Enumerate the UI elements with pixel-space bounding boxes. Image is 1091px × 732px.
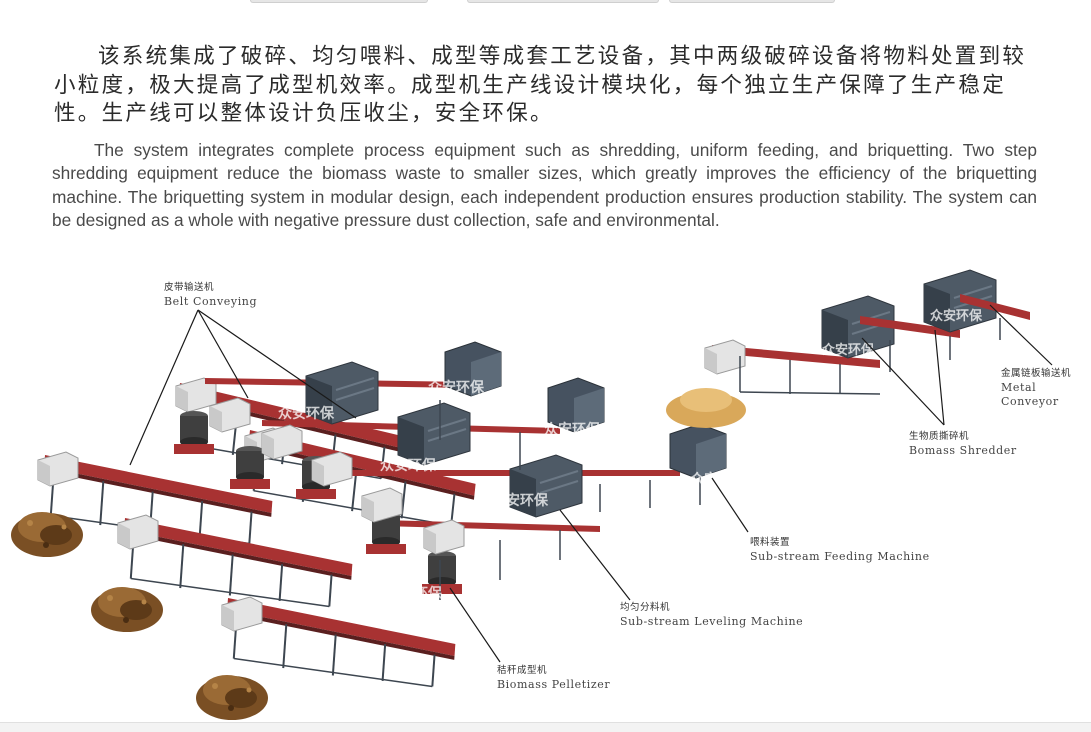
label-en: Sub-stream Feeding Machine: [750, 550, 930, 563]
watermark-brand: 众安环保: [492, 492, 549, 508]
watermark-url: ZHONGAN-ECO.COM: [395, 604, 456, 610]
label-cn: 秸秆成型机: [497, 665, 548, 676]
watermark-brand: 众安环保: [822, 342, 875, 357]
label-en: Belt Conveying: [164, 295, 258, 308]
label-cn: 生物质撕碎机: [909, 431, 970, 442]
top-tab-strip: [0, 0, 1091, 4]
watermark-brand: 众安环保: [930, 308, 983, 323]
top-tab-2: [467, 0, 659, 3]
watermark-brand: 众安环保: [276, 521, 333, 537]
label-en: Metal Conveyor: [1001, 381, 1059, 408]
label-metal-conveyor: 金属链板输送机 Metal Conveyor: [1001, 367, 1091, 409]
watermark-brand: 众安环保: [690, 471, 747, 487]
belt-conveyor-row-3: [221, 596, 459, 689]
production-line-illustration: 众安环保 众安环保 众安环保 众安环保 众安环保 众安环保 众安环保 众安环保 …: [11, 269, 1053, 720]
watermark-brand: 众安环保: [428, 379, 485, 395]
watermark-brand: 众安环保: [544, 421, 601, 437]
watermark-brand: 众安环保: [180, 463, 237, 479]
label-feeding-machine: 喂料装置 Sub-stream Feeding Machine: [750, 536, 930, 564]
label-biomass-shredder: 生物质撕碎机 Bomass Shredder: [909, 430, 1017, 458]
wood-chip-pile: [666, 388, 746, 428]
watermark-brand: 众安环保: [380, 457, 437, 473]
feed-belt-bottom: [380, 520, 600, 532]
label-en: Bomass Shredder: [909, 444, 1017, 457]
label-en: Sub-stream Leveling Machine: [620, 615, 804, 628]
top-tab-1: [250, 0, 428, 3]
label-leveling-machine: 均匀分料机 Sub-stream Leveling Machine: [620, 601, 803, 629]
label-cn: 金属链板输送机: [1001, 368, 1072, 379]
shredder-line: [704, 269, 1030, 395]
intro-english: The system integrates complete process e…: [52, 140, 1037, 231]
label-biomass-pelletizer: 秸秆成型机 Biomass Pelletizer: [497, 664, 610, 692]
support-frames: [439, 400, 701, 600]
callout-lines: [129, 304, 1053, 663]
top-tab-3: [669, 0, 835, 3]
label-cn: 皮带输送机: [164, 282, 215, 293]
watermark-brand: 众安环保: [278, 405, 335, 421]
feed-belt-low: [330, 470, 680, 476]
label-en: Biomass Pelletizer: [497, 678, 611, 691]
watermarks: 众安环保 众安环保 众安环保 众安环保 众安环保 众安环保 众安环保 众安环保 …: [180, 308, 983, 610]
label-belt-conveying: 皮带输送机 Belt Conveying: [164, 281, 257, 309]
bottom-scroll-strip: [0, 722, 1091, 732]
label-cn: 均匀分料机: [620, 602, 671, 613]
intro-chinese: 该系统集成了破碎、均匀喂料、成型等成套工艺设备，其中两级破碎设备将物料处置到较小…: [54, 44, 1027, 126]
label-cn: 喂料装置: [750, 537, 791, 548]
watermark-brand: 众安环保: [386, 585, 443, 601]
